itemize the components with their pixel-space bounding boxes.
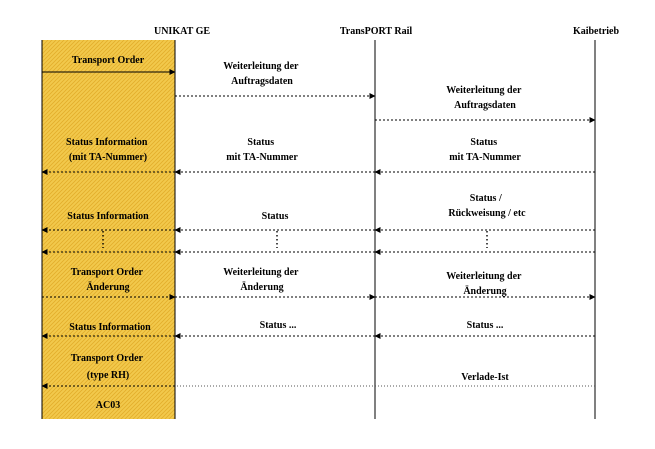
label-status: Status <box>262 211 289 222</box>
label-transport-order-aenderung: Transport Order Änderung <box>71 267 146 293</box>
message-labels: Transport Order Weiterleitung der Auftra… <box>66 55 526 411</box>
label-status-ta-1: Status mit TA-Nummer <box>226 137 298 163</box>
participant-unikat-ge: UNIKAT GE <box>154 26 210 37</box>
label-status-information-2: Status Information <box>69 322 151 333</box>
label-status-information-ta: Status Information (mit TA-Nummer) <box>66 137 150 163</box>
label-transport-order-rh: Transport Order (type RH) <box>71 353 146 381</box>
participant-transport-rail: TransPORT Rail <box>340 26 413 37</box>
label-weiterleitung-aenderung-2: Weiterleitung der Änderung <box>446 271 524 297</box>
message-arrows <box>41 69 596 389</box>
unikat-ge-highlight-band <box>42 40 175 419</box>
label-weiterleitung-auftragsdaten-2: Weiterleitung der Auftragsdaten <box>446 85 524 111</box>
label-transport-order: Transport Order <box>72 55 145 66</box>
label-ac03: AC03 <box>96 400 120 411</box>
label-weiterleitung-auftragsdaten-1: Weiterleitung der Auftragsdaten <box>223 61 301 87</box>
continuation-markers <box>102 231 488 248</box>
label-weiterleitung-aenderung-1: Weiterleitung der Änderung <box>223 267 301 293</box>
label-status-ta-2: Status mit TA-Nummer <box>449 137 521 163</box>
participant-kaibetrieb: Kaibetrieb <box>573 26 620 37</box>
label-status-dots-1: Status ... <box>260 320 297 331</box>
label-status-dots-2: Status ... <box>467 320 504 331</box>
label-verlade-ist: Verlade-Ist <box>461 372 509 383</box>
label-status-information-1: Status Information <box>67 211 149 222</box>
label-status-rueckweisung: Status / Rückweisung / etc <box>448 193 526 219</box>
